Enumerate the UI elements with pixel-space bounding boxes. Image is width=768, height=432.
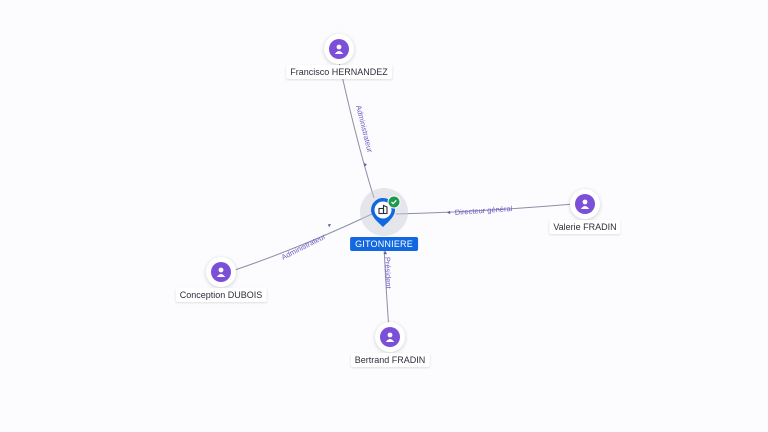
edge-label-conception: Administrateur [280,232,328,262]
edge-arrow-francisco [364,163,367,167]
person-label-valerie[interactable]: Valerie FRADIN [549,220,621,234]
building-icon [378,204,388,215]
edge-arrow-valerie [447,210,451,215]
person-icon [385,332,395,342]
center-pin[interactable] [366,195,400,229]
edge-conception [231,213,373,272]
edge-label-bertrand: Président [383,257,393,290]
person-icon [580,199,590,209]
check-icon [391,199,397,205]
edge-arrow-conception [327,224,331,228]
edge-label-valerie: Directeur général [455,204,513,217]
person-icon [216,267,226,277]
person-node-conception[interactable] [206,257,236,287]
person-label-bertrand[interactable]: Bertrand FRADIN [350,353,430,367]
edge-valerie [395,203,575,215]
person-node-bertrand[interactable] [375,322,405,352]
person-label-conception[interactable]: Conception DUBOIS [175,288,267,302]
person-label-francisco[interactable]: Francisco HERNANDEZ [286,65,392,79]
person-icon [334,44,344,54]
edge-arrow-bertrand [383,251,387,255]
status-check [387,195,401,209]
person-node-francisco[interactable] [324,34,354,64]
edge-label-francisco: Administrateur [354,104,375,154]
edge-francisco [338,61,375,199]
company-label[interactable]: GITONNIERE [350,237,418,251]
edge-bertrand [383,245,390,331]
person-node-valerie[interactable] [570,189,600,219]
